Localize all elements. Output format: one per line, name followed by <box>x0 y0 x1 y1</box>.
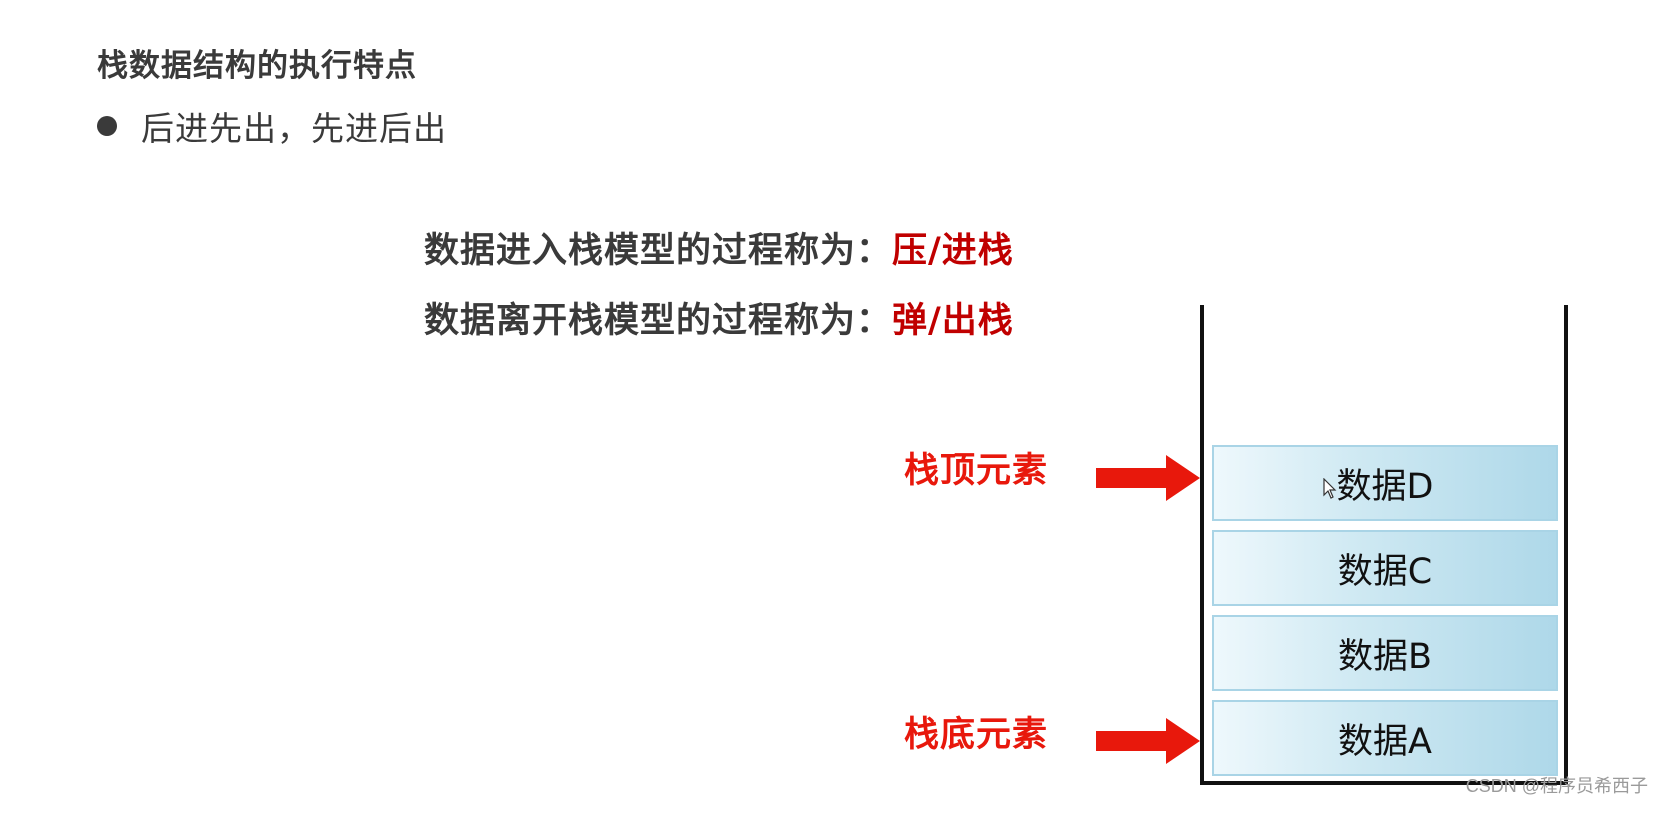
slide-title: 栈数据结构的执行特点 <box>97 48 417 84</box>
stack-item-a: 数据A <box>1212 700 1558 776</box>
mouse-pointer-icon <box>1323 478 1337 499</box>
stack-item-d: 数据D <box>1212 445 1558 521</box>
definition-pop-term: 弹/出栈 <box>892 301 1014 341</box>
bullet-dot-icon <box>97 116 117 136</box>
stack-bottom-label: 栈底元素 <box>904 715 1049 755</box>
stack-top-label: 栈顶元素 <box>904 451 1049 491</box>
definition-push: 数据进入栈模型的过程称为：压/进栈 <box>424 222 1014 273</box>
watermark: CSDN @程序员希西子 <box>1465 776 1648 796</box>
bullet-item: 后进先出，先进后出 <box>97 102 447 150</box>
arrow-right-icon <box>1096 455 1200 501</box>
stack-item-c: 数据C <box>1212 530 1558 606</box>
stack-item-b: 数据B <box>1212 615 1558 691</box>
stack-container <box>1200 305 1568 785</box>
definition-pop: 数据离开栈模型的过程称为：弹/出栈 <box>424 292 1014 343</box>
definition-push-prefix: 数据进入栈模型的过程称为： <box>424 231 893 271</box>
arrow-right-icon <box>1096 718 1200 764</box>
definition-push-term: 压/进栈 <box>892 231 1014 271</box>
definition-pop-prefix: 数据离开栈模型的过程称为： <box>424 301 893 341</box>
bullet-text: 后进先出，先进后出 <box>141 109 447 148</box>
